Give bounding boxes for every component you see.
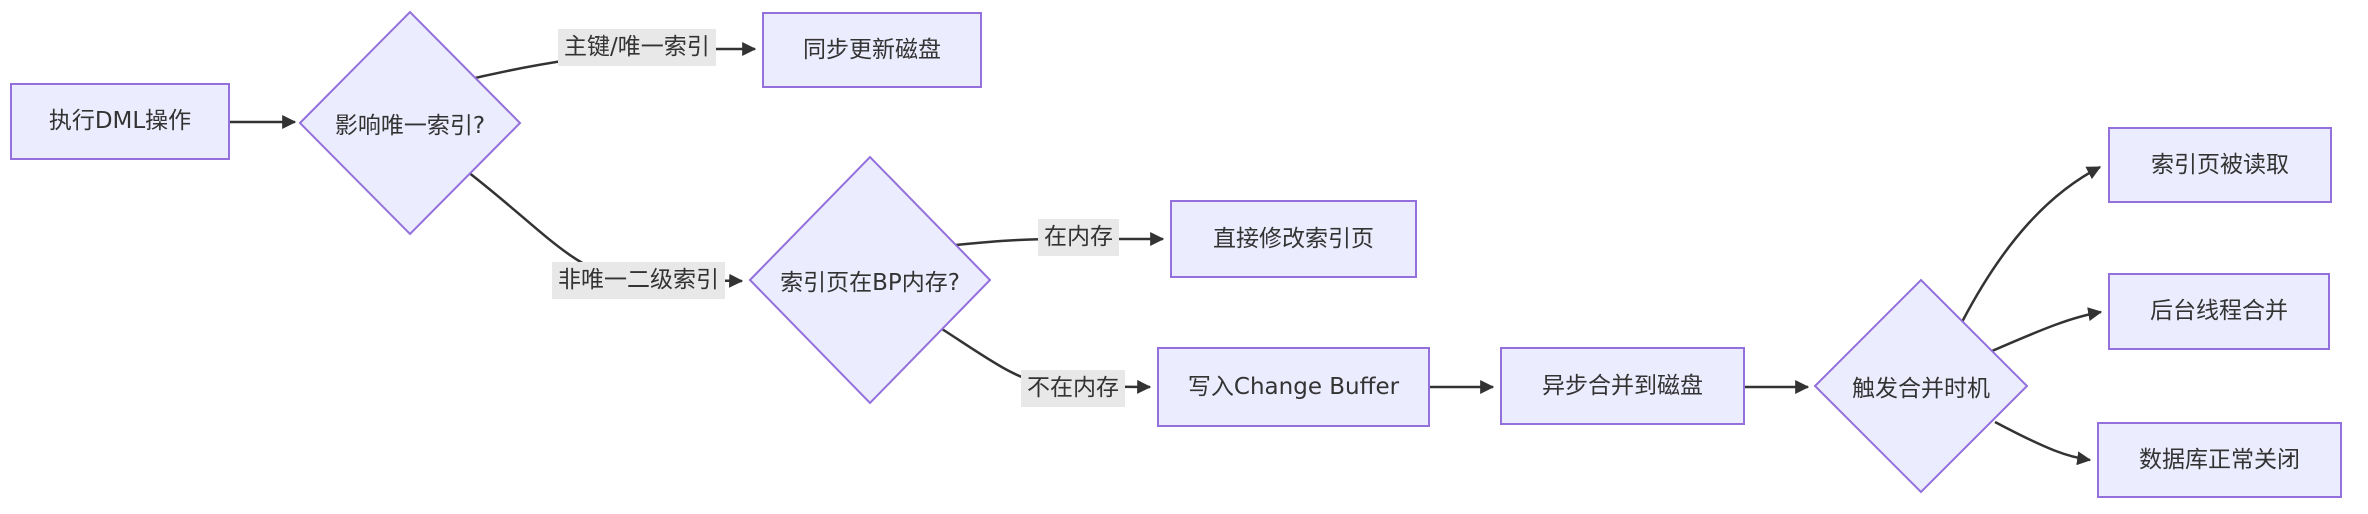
node-exec-dml-label: 执行DML操作: [48, 108, 192, 135]
node-bg-thread-merge: 后台线程合并: [2108, 273, 2330, 350]
edge-label-non-unique-secondary: 非唯一二级索引: [552, 262, 725, 299]
node-modify-index-page: 直接修改索引页: [1170, 200, 1417, 278]
node-db-shutdown: 数据库正常关闭: [2097, 422, 2342, 498]
edge-label-not-in-memory: 不在内存: [1021, 370, 1125, 407]
node-sync-update-disk: 同步更新磁盘: [762, 12, 982, 88]
edge-decision3-to-shutdown: [1994, 420, 2092, 466]
decision-merge-trigger-shape: [1813, 278, 2029, 494]
node-async-merge-disk-label: 异步合并到磁盘: [1542, 372, 1703, 399]
edge-label-primary-unique-text: 主键/唯一索引: [564, 34, 710, 60]
node-index-page-read: 索引页被读取: [2108, 127, 2332, 203]
edge-decision3-to-pageread: [1960, 165, 2102, 323]
edge-label-primary-unique: 主键/唯一索引: [558, 29, 716, 66]
node-bg-thread-merge-label: 后台线程合并: [2150, 298, 2288, 325]
node-db-shutdown-label: 数据库正常关闭: [2139, 446, 2300, 473]
edge-label-non-unique-secondary-text: 非唯一二级索引: [558, 267, 719, 293]
node-sync-update-disk-label: 同步更新磁盘: [803, 36, 941, 63]
node-write-change-buffer-label: 写入Change Buffer: [1187, 373, 1400, 400]
decision-unique-index-shape: [298, 10, 522, 236]
decision-page-in-bp-shape: [748, 155, 992, 405]
node-modify-index-page-label: 直接修改索引页: [1213, 225, 1374, 252]
edge-label-not-in-memory-text: 不在内存: [1027, 375, 1119, 401]
node-index-page-read-label: 索引页被读取: [2151, 151, 2289, 178]
edge-label-in-memory-text: 在内存: [1044, 224, 1113, 250]
edge-label-in-memory: 在内存: [1038, 219, 1119, 256]
node-write-change-buffer: 写入Change Buffer: [1157, 347, 1430, 427]
node-async-merge-disk: 异步合并到磁盘: [1500, 347, 1745, 425]
node-exec-dml: 执行DML操作: [10, 83, 230, 160]
edge-decision3-to-bgmerge: [1991, 307, 2103, 353]
